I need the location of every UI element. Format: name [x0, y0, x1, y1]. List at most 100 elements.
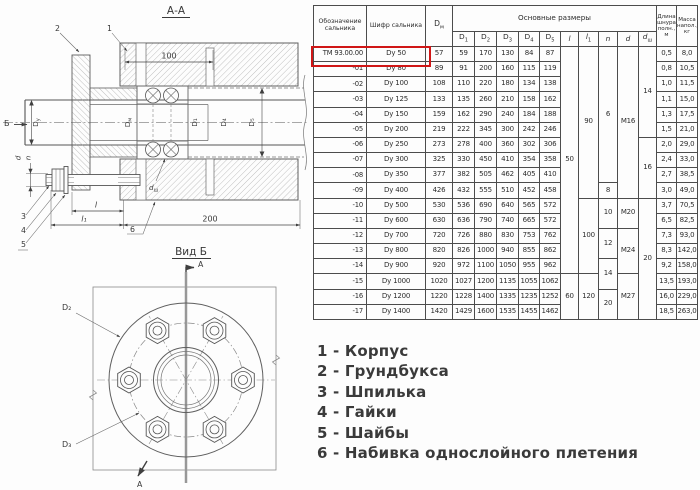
- cell-d4: 158: [518, 91, 540, 108]
- cell-designation: -17: [313, 303, 367, 320]
- cell-d5: 246: [539, 121, 561, 138]
- cell-d5: 410: [539, 167, 561, 184]
- cell-d2: 790: [474, 212, 497, 229]
- cell-d5: 572: [539, 197, 561, 214]
- col-main-sizes: Основные размеры: [452, 5, 657, 32]
- callouts: 2 1 3 4 5 6: [18, 24, 156, 251]
- stud-dn-dimension: d n: [14, 155, 48, 197]
- cell-designation: -13: [313, 243, 367, 260]
- cell-dm: 920: [425, 258, 453, 275]
- cell-d5: 1462: [539, 303, 561, 320]
- legend-item: 4 - Гайки: [317, 403, 397, 422]
- cell-mass: 93,0: [676, 227, 698, 245]
- cell-d3: 1050: [496, 258, 519, 275]
- cell-dm: 1020: [425, 273, 453, 290]
- cell-l1: 90: [578, 46, 599, 199]
- cell-d2: 290: [474, 106, 497, 123]
- size-col-6: l1: [578, 31, 599, 47]
- view-b: Вид Б А: [62, 246, 281, 489]
- cell-cord: 2,4: [656, 152, 677, 169]
- cell-cord: 13,5: [656, 273, 677, 290]
- cell-d1: 726: [452, 227, 475, 245]
- callout-2: 2: [55, 24, 60, 33]
- svg-text:l: l: [95, 201, 98, 210]
- svg-text:100: 100: [161, 52, 176, 61]
- cell-d2: 200: [474, 61, 497, 78]
- col-cipher: Шифр сальника: [366, 5, 426, 47]
- cell-mass: 49,0: [676, 182, 698, 199]
- cell-d5: 458: [539, 182, 561, 199]
- callout-4: 4: [21, 226, 26, 235]
- d3-label: D₃: [62, 440, 71, 449]
- cell-d3: 300: [496, 121, 519, 138]
- cell-d2: 1000: [474, 243, 497, 260]
- cell-designation: -06: [313, 136, 367, 154]
- dia-label-d4: D₄: [219, 118, 228, 127]
- cell-d1: 1228: [452, 288, 475, 305]
- cell-d1: 135: [452, 91, 475, 108]
- cell-mass: 15,0: [676, 91, 698, 108]
- cell-mass: 8,0: [676, 45, 698, 63]
- cell-dm: 530: [425, 197, 453, 214]
- cell-designation: -05: [313, 121, 367, 138]
- cell-d3: 410: [496, 152, 519, 169]
- cell-n: 14: [598, 258, 618, 290]
- d2-label: D₂: [62, 303, 71, 312]
- cell-d4: 405: [518, 167, 540, 184]
- cell-cipher: Dy 900: [366, 258, 426, 275]
- cell-cipher: Dy 150: [366, 106, 426, 123]
- cell-cipher: Dy 400: [366, 182, 426, 199]
- cell-d4: 302: [518, 136, 540, 154]
- cell-d3: 940: [496, 243, 519, 260]
- cell-d2: 400: [474, 136, 497, 154]
- cell-designation: -04: [313, 106, 367, 123]
- size-col-1: D2: [474, 31, 497, 47]
- cell-d5: 572: [539, 212, 561, 229]
- legend-item: 1 - Корпус: [317, 342, 409, 360]
- highlight-box: [311, 45, 431, 67]
- cell-dm: 630: [425, 212, 453, 229]
- cell-d1: 330: [452, 152, 475, 169]
- cell-cipher: Dy 1400: [366, 303, 426, 320]
- cell-designation: -14: [313, 258, 367, 275]
- cell-d1: 278: [452, 136, 475, 154]
- col-designation: Обозначение сальника: [313, 5, 367, 47]
- svg-text:l₁: l₁: [81, 215, 86, 224]
- cell-cord: 0,5: [656, 45, 677, 63]
- cell-cord: 16,0: [656, 288, 677, 305]
- cell-d3: 740: [496, 212, 519, 229]
- cell-d5: 306: [539, 136, 561, 154]
- cell-d2: 1200: [474, 273, 497, 290]
- dimension-l1: l₁: [50, 190, 124, 229]
- gland-bush: [71, 54, 138, 191]
- cell-designation: -10: [313, 197, 367, 214]
- cell-d4: 84: [518, 45, 540, 63]
- view-b-dim-labels: D₂ D₃: [62, 303, 140, 449]
- cell-d4: 1055: [518, 273, 540, 290]
- cell-d4: 354: [518, 152, 540, 169]
- cell-dsh: 20: [638, 197, 657, 320]
- cell-n: 8: [598, 182, 618, 199]
- cell-dsh: 14: [638, 46, 657, 138]
- cell-d4: 955: [518, 258, 540, 275]
- cell-d5: 119: [539, 61, 561, 78]
- callout-6: 6: [130, 225, 135, 234]
- cell-cord: 6,5: [656, 212, 677, 229]
- size-col-3: D4: [518, 31, 540, 47]
- cell-d4: 855: [518, 243, 540, 260]
- cell-cord: 0,8: [656, 61, 677, 78]
- cell-dm: 273: [425, 136, 453, 154]
- cell-d2: 880: [474, 227, 497, 245]
- callout-3: 3: [21, 212, 26, 221]
- svg-text:200: 200: [202, 215, 217, 224]
- cell-designation: -02: [313, 76, 367, 93]
- technical-drawing: А-А: [3, 5, 308, 489]
- cell-cipher: Dy 800: [366, 243, 426, 260]
